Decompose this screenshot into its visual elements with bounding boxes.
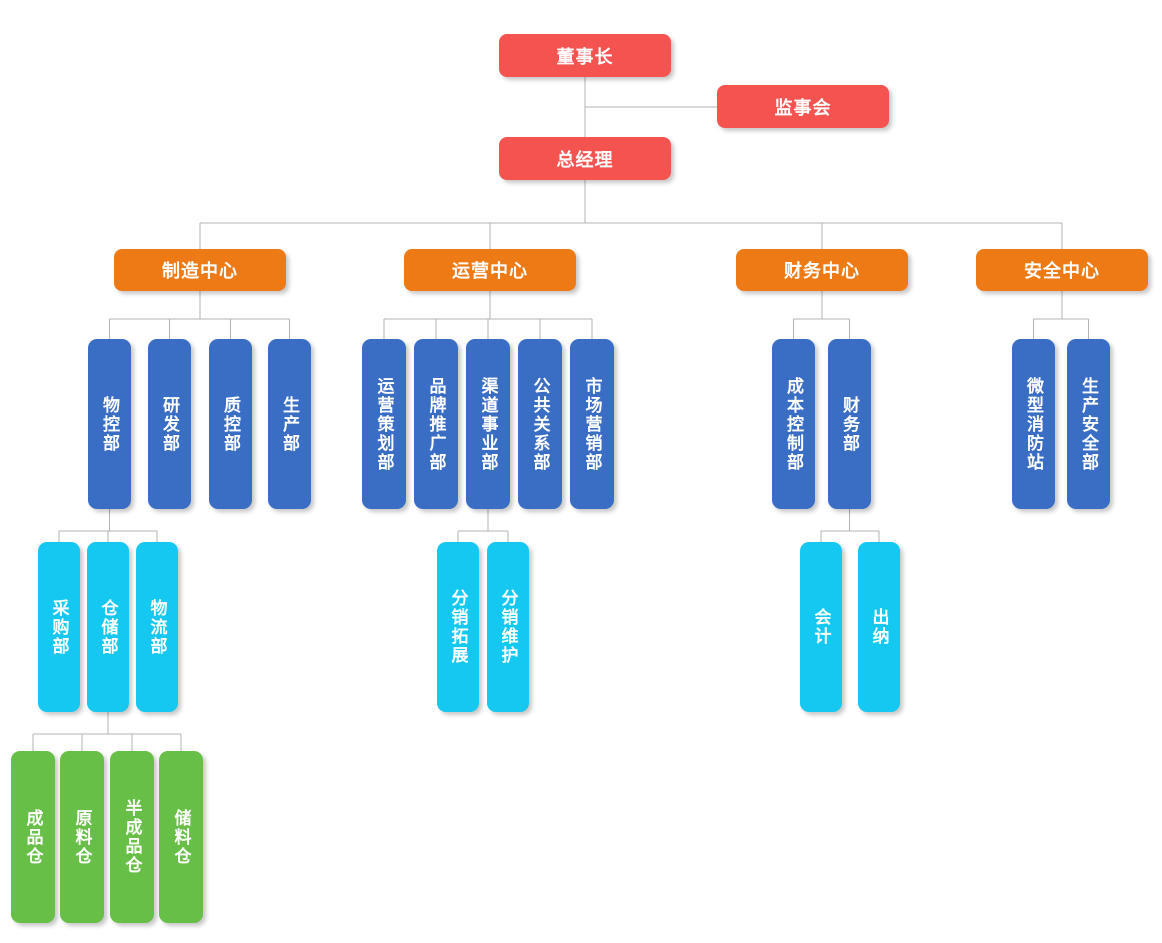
node-marketing[interactable]: 市场营销部 xyxy=(570,339,614,509)
node-micro-fire-station[interactable]: 微型消防站 xyxy=(1012,339,1055,509)
connector-general-manager xyxy=(199,180,1063,249)
node-production-safety[interactable]: 生产安全部 xyxy=(1067,339,1110,509)
node-safety-center[interactable]: 安全中心 xyxy=(976,249,1148,291)
node-channel-business[interactable]: 渠道事业部 xyxy=(466,339,510,509)
node-rnd[interactable]: 研发部 xyxy=(148,339,191,509)
node-logistics[interactable]: 物流部 xyxy=(136,542,178,712)
node-finished-goods-warehouse[interactable]: 成品仓 xyxy=(11,751,55,923)
connector-finance xyxy=(793,291,850,339)
node-operations-planning[interactable]: 运营策划部 xyxy=(362,339,406,509)
node-cashier[interactable]: 出纳 xyxy=(858,542,900,712)
node-production[interactable]: 生产部 xyxy=(268,339,311,509)
connector-safety xyxy=(1033,291,1089,339)
node-quality-control[interactable]: 质控部 xyxy=(209,339,252,509)
node-chairman[interactable]: 董事长 xyxy=(499,34,671,77)
node-brand-promotion[interactable]: 品牌推广部 xyxy=(414,339,458,509)
connector-operations xyxy=(383,291,593,339)
node-distribution-maintenance[interactable]: 分销维护 xyxy=(487,542,529,712)
node-finance-center[interactable]: 财务中心 xyxy=(736,249,908,291)
connector-finance-dept xyxy=(820,509,880,542)
node-warehousing[interactable]: 仓储部 xyxy=(87,542,129,712)
node-manufacturing-center[interactable]: 制造中心 xyxy=(114,249,286,291)
node-distribution-expansion[interactable]: 分销拓展 xyxy=(437,542,479,712)
node-storage-warehouse[interactable]: 储料仓 xyxy=(159,751,203,923)
connector-chairman xyxy=(584,77,717,137)
node-finance-dept[interactable]: 财务部 xyxy=(828,339,871,509)
connector-warehousing xyxy=(32,712,182,751)
node-supervisory-board[interactable]: 监事会 xyxy=(717,85,889,128)
node-raw-material-warehouse[interactable]: 原料仓 xyxy=(60,751,104,923)
connector-manufacturing xyxy=(109,291,290,339)
connector-material-control xyxy=(58,509,158,542)
node-material-control[interactable]: 物控部 xyxy=(88,339,131,509)
node-general-manager[interactable]: 总经理 xyxy=(499,137,671,180)
node-procurement[interactable]: 采购部 xyxy=(38,542,80,712)
node-accounting[interactable]: 会计 xyxy=(800,542,842,712)
node-semi-finished-warehouse[interactable]: 半成品仓 xyxy=(110,751,154,923)
connector-channel xyxy=(457,509,509,542)
node-operations-center[interactable]: 运营中心 xyxy=(404,249,576,291)
node-cost-control[interactable]: 成本控制部 xyxy=(772,339,815,509)
node-public-relations[interactable]: 公共关系部 xyxy=(518,339,562,509)
